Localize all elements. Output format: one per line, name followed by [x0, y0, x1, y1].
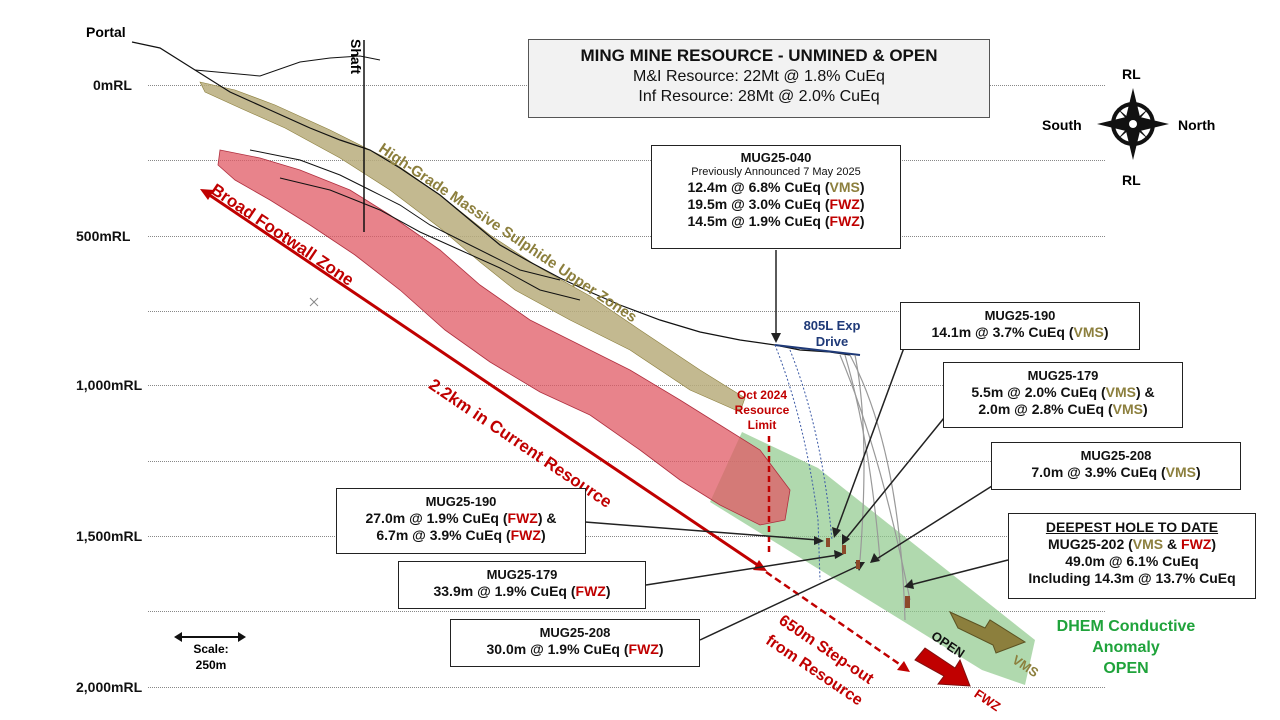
vms-open-arrow	[948, 610, 1027, 654]
callout-title: MUG25-202 (VMS & FWZ)	[1047, 536, 1217, 553]
callout-line: 49.0m @ 6.1% CuEq	[1065, 553, 1199, 570]
limit-label-2: Resource	[734, 403, 790, 417]
callout-mug25-040: MUG25-040 Previously Announced 7 May 202…	[651, 145, 901, 249]
scale-label-1: Scale:	[193, 642, 229, 656]
callout-line: 12.4m @ 6.8% CuEq (VMS)	[687, 179, 865, 196]
inf-resource-line: Inf Resource: 28Mt @ 2.0% CuEq	[638, 88, 880, 105]
drill-trace-2	[789, 349, 833, 541]
portal-label: Portal	[86, 24, 126, 40]
current-resource-arrowhead-start	[200, 189, 214, 200]
gridline-1250	[148, 461, 1105, 462]
leader-179v	[844, 417, 945, 541]
deepest-hole-header: DEEPEST HOLE TO DATE	[1045, 519, 1219, 535]
leader-190v	[835, 344, 906, 533]
rl-label-1000: 1,000mRL	[76, 377, 143, 393]
exp-drive-label: 805L Exp Drive	[796, 318, 868, 351]
callout-subtitle: Previously Announced 7 May 2025	[691, 165, 861, 178]
callout-mug25-190-fwz: MUG25-190 27.0m @ 1.9% CuEq (FWZ) & 6.7m…	[336, 488, 586, 554]
drill-trace-5	[854, 354, 865, 561]
drill-trace-1	[774, 344, 821, 581]
leader-208v	[874, 485, 993, 561]
mi-resource-line: M&I Resource: 22Mt @ 1.8% CuEq	[633, 68, 885, 85]
leader-190f	[584, 521, 819, 541]
callout-mug25-190-vms: MUG25-190 14.1m @ 3.7% CuEq (VMS)	[900, 302, 1140, 350]
high-grade-zone	[199, 81, 746, 413]
leader-179f	[645, 554, 839, 586]
callout-line: 7.0m @ 3.9% CuEq (VMS)	[1031, 463, 1201, 480]
gridline-750	[148, 311, 1105, 312]
decline-development	[131, 41, 851, 356]
compass-north-label: North	[1178, 117, 1216, 133]
callout-line: 2.0m @ 2.8% CuEq (VMS)	[978, 400, 1148, 417]
shaft-label: Shaft	[348, 39, 364, 74]
fwz-open-arrow	[914, 647, 971, 687]
callout-title: MUG25-040	[740, 150, 812, 165]
gridline-1500	[148, 536, 1105, 537]
callout-line: 5.5m @ 2.0% CuEq (VMS) &	[971, 383, 1155, 400]
dhem-label-1: DHEM Conductive	[1056, 618, 1196, 635]
callout-title: MUG25-179	[486, 567, 558, 582]
limit-label-3: Limit	[747, 418, 777, 432]
callout-line: 30.0m @ 1.9% CuEq (FWZ)	[486, 640, 664, 657]
callout-line: Including 14.3m @ 13.7% CuEq	[1028, 570, 1236, 587]
rl-label-0: 0mRL	[93, 77, 132, 93]
rl-label-2000: 2,000mRL	[76, 679, 143, 695]
callout-line: 14.1m @ 3.7% CuEq (VMS)	[931, 323, 1109, 340]
gridline-2000	[148, 687, 1105, 688]
callout-mug25-179-vms: MUG25-179 5.5m @ 2.0% CuEq (VMS) & 2.0m …	[943, 362, 1183, 428]
resource-summary-box: MING MINE RESOURCE - UNMINED & OPEN M&I …	[528, 39, 990, 118]
drill-trace-6	[839, 354, 911, 601]
callout-line: 27.0m @ 1.9% CuEq (FWZ) &	[365, 509, 557, 526]
gridline-500	[148, 236, 1105, 237]
exp-drive-label-1: 805L Exp	[803, 318, 861, 333]
resource-title: MING MINE RESOURCE - UNMINED & OPEN	[580, 46, 938, 65]
scale-label-2: 250m	[195, 657, 227, 672]
compass-rose	[1097, 88, 1169, 160]
leader-202	[909, 559, 1009, 586]
callout-mug25-202: DEEPEST HOLE TO DATE MUG25-202 (VMS & FW…	[1008, 513, 1256, 599]
stepout-arrowhead	[897, 661, 910, 672]
callout-title: MUG25-208	[539, 625, 611, 640]
callout-mug25-179-fwz: MUG25-179 33.9m @ 1.9% CuEq (FWZ)	[398, 561, 646, 609]
callout-line: 33.9m @ 1.9% CuEq (FWZ)	[433, 582, 611, 599]
gridline-1750	[148, 611, 1105, 612]
compass-south-label: South	[1042, 117, 1082, 133]
rl-label-500: 500mRL	[76, 228, 131, 244]
compass-down-label: RL	[1122, 172, 1141, 188]
callout-line: 6.7m @ 3.9% CuEq (FWZ)	[376, 526, 546, 543]
callout-title: MUG25-208	[1080, 448, 1152, 463]
footwall-zone	[217, 149, 791, 526]
callout-title: MUG25-179	[1027, 368, 1099, 383]
exp-drive-label-2: Drive	[815, 334, 849, 350]
dhem-label-3: OPEN	[1103, 659, 1149, 677]
exp-drive-line	[774, 344, 861, 356]
callout-line: 19.5m @ 3.0% CuEq (FWZ)	[687, 196, 865, 213]
callout-line: 14.5m @ 1.9% CuEq (FWZ)	[687, 213, 865, 230]
level-development-2	[279, 177, 581, 301]
gridline-250	[148, 160, 1105, 161]
dhem-label: DHEM Conductive Anomaly OPEN	[1036, 617, 1216, 679]
callout-title: MUG25-190	[984, 308, 1056, 323]
leader-208f	[699, 564, 861, 641]
current-resource-arrow	[204, 190, 763, 570]
callout-title: MUG25-190	[425, 494, 497, 509]
drill-trace-4	[849, 354, 906, 621]
dhem-label-2: Anomaly	[1092, 638, 1160, 656]
level-development	[249, 149, 561, 281]
callout-mug25-208-vms: MUG25-208 7.0m @ 3.9% CuEq (VMS)	[991, 442, 1241, 490]
scale-label: Scale: 250m	[186, 642, 236, 673]
rl-label-1500: 1,500mRL	[76, 528, 143, 544]
resource-limit-label: Oct 2024 Resource Limit	[724, 388, 800, 433]
limit-label-1: Oct 2024	[736, 388, 788, 402]
compass-up-label: RL	[1122, 66, 1141, 82]
stepout-arrow	[765, 570, 906, 670]
callout-mug25-208-fwz: MUG25-208 30.0m @ 1.9% CuEq (FWZ)	[450, 619, 700, 667]
